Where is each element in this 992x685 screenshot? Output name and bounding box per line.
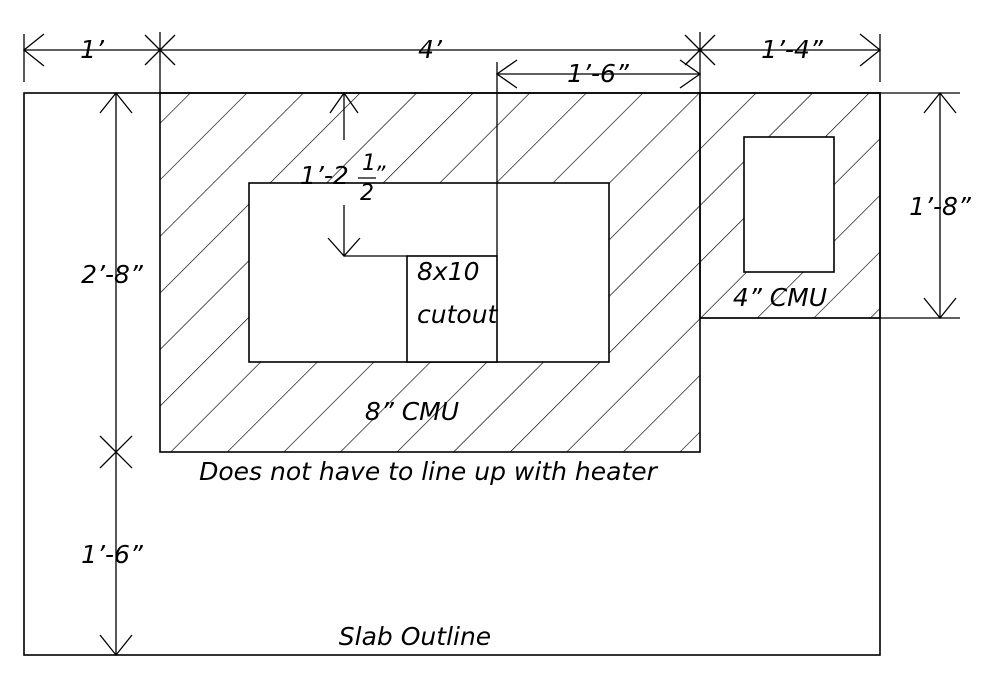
dim-left-lower: 1’-6” <box>81 540 144 569</box>
left-dimension-line <box>99 91 133 657</box>
inner-dimension-line <box>495 59 702 256</box>
cmu-8in-label: 8” CMU <box>365 397 459 426</box>
cmu-4in-label: 4” CMU <box>733 283 827 312</box>
heater-note: Does not have to line up with heater <box>199 457 659 486</box>
cutout-offset-leader <box>327 91 407 257</box>
right-dimension-line <box>700 91 960 320</box>
cutout-label-line2: cutout <box>417 300 499 329</box>
top-dimension-line <box>22 32 882 93</box>
dim-top-right: 1’-4” <box>761 35 824 64</box>
dim-left-upper: 2’-8” <box>81 260 144 289</box>
dim-top-mid: 4’ <box>418 35 443 64</box>
dim-top-left: 1’ <box>80 35 105 64</box>
cutout-box <box>406 255 498 363</box>
cutout-label-line1: 8x10 <box>417 257 480 286</box>
slab-outline-label: Slab Outline <box>339 622 491 651</box>
dim-cutout-offset-num: 1 <box>362 151 376 176</box>
dim-right-side: 1’-8” <box>909 192 972 221</box>
dim-cutout-offset: 1’-2 <box>300 161 349 190</box>
cmu-4in-opening <box>743 136 835 273</box>
dim-inner-top: 1’-6” <box>567 59 630 88</box>
dim-cutout-offset-den: 2 <box>360 181 374 206</box>
dim-cutout-offset-inch: ” <box>374 163 386 188</box>
